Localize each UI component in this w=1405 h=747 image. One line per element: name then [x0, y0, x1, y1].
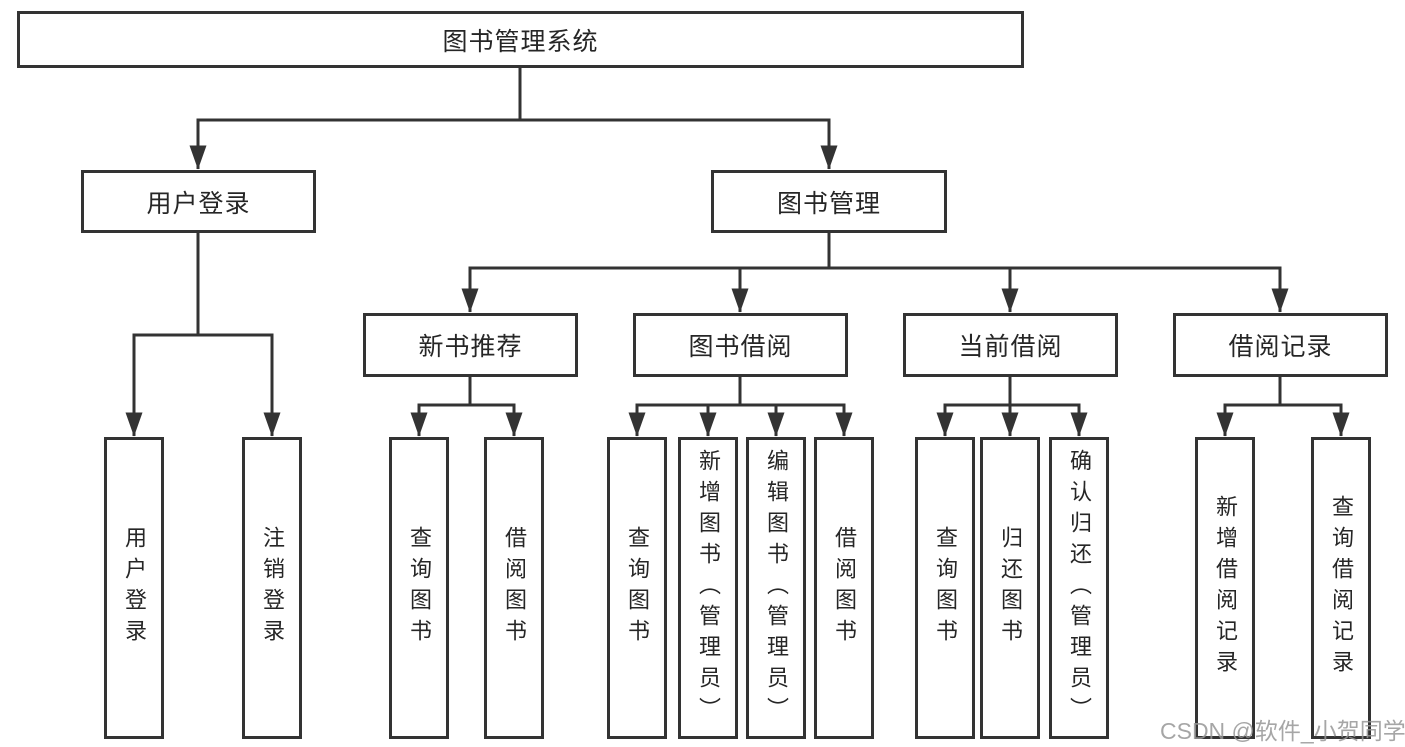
leaf-query-books-recommend: 查询图书 — [389, 437, 449, 739]
leaf-user-login-label: 用户登录 — [122, 526, 147, 650]
leaf-add-book-admin: 新增图书（管理员） — [678, 437, 738, 739]
node-root-label: 图书管理系统 — [442, 27, 599, 56]
node-book-management: 图书管理 — [711, 170, 947, 233]
csdn-watermark: CSDN @软件_小贺同学 — [1160, 718, 1405, 744]
leaf-query-borrow-record-label: 查询借阅记录 — [1329, 495, 1354, 681]
leaf-borrow-books: 借阅图书 — [814, 437, 874, 739]
node-borrow-records-label: 借阅记录 — [1228, 333, 1333, 361]
leaf-borrow-books-recommend: 借阅图书 — [484, 437, 544, 739]
connector-arrows — [125, 120, 1350, 437]
leaf-user-login: 用户登录 — [104, 437, 164, 739]
leaf-logout-label: 注销登录 — [260, 526, 285, 650]
leaf-return-book: 归还图书 — [980, 437, 1040, 739]
leaf-logout: 注销登录 — [242, 437, 302, 739]
node-book-borrow: 图书借阅 — [633, 313, 848, 377]
node-new-book-recommend: 新书推荐 — [363, 313, 578, 377]
leaf-query-books-current-label: 查询图书 — [933, 526, 958, 650]
leaf-query-books-current: 查询图书 — [915, 437, 975, 739]
leaf-return-book-label: 归还图书 — [998, 526, 1023, 650]
leaf-add-borrow-record-label: 新增借阅记录 — [1213, 495, 1238, 681]
leaf-borrow-books-label: 借阅图书 — [832, 526, 857, 650]
leaf-query-books-borrow: 查询图书 — [607, 437, 667, 739]
leaf-confirm-return-admin: 确认归还（管理员） — [1049, 437, 1109, 739]
leaf-add-borrow-record: 新增借阅记录 — [1195, 437, 1255, 739]
node-borrow-records: 借阅记录 — [1173, 313, 1388, 377]
node-book-management-label: 图书管理 — [776, 189, 881, 218]
node-current-borrow: 当前借阅 — [903, 313, 1118, 377]
node-root-system: 图书管理系统 — [17, 11, 1024, 68]
leaf-query-books-borrow-label: 查询图书 — [625, 526, 650, 650]
leaf-confirm-return-admin-label: 确认归还（管理员） — [1067, 448, 1092, 728]
connector-line — [132, 68, 1343, 407]
leaf-query-books-recommend-label: 查询图书 — [407, 526, 432, 650]
node-user-login-label: 用户登录 — [146, 189, 251, 218]
node-new-book-recommend-label: 新书推荐 — [418, 333, 523, 361]
node-current-borrow-label: 当前借阅 — [958, 333, 1063, 361]
leaf-edit-book-admin: 编辑图书（管理员） — [746, 437, 806, 739]
leaf-edit-book-admin-label: 编辑图书（管理员） — [764, 448, 789, 728]
node-book-borrow-label: 图书借阅 — [688, 333, 793, 361]
node-user-login: 用户登录 — [81, 170, 316, 233]
leaf-query-borrow-record: 查询借阅记录 — [1311, 437, 1371, 739]
leaf-borrow-books-recommend-label: 借阅图书 — [502, 526, 527, 650]
leaf-add-book-admin-label: 新增图书（管理员） — [696, 448, 721, 728]
